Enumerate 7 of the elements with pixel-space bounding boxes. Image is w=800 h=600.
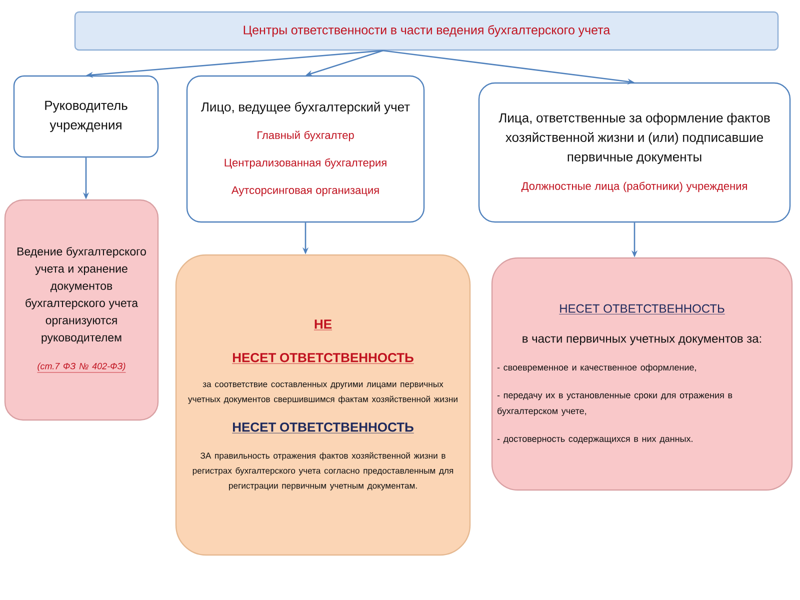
info-card: Ведение бухгалтерского учета и хранение документов бухгалтерского учета организуются руководителем (ст.7 ФЗ № 402-ФЗ): [4, 199, 159, 421]
info-card: НЕ НЕСЕТ ОТВЕТСТВЕННОСТЬ за соответствие составленных другими лицами первичных учетных документов свершившимся фактам хозяйственной жизни НЕСЕТ ОТВЕТСТВЕННОСТЬ ЗА правильность отражения фактов хозяйственной жизни в регистрах бухгалтерского учета согласно предоставленным для регистрации первичным учетным документам.: [175, 254, 471, 556]
rounded-box: Руководитель учреждения: [13, 75, 159, 158]
info-card: НЕСЕТ ОТВЕТСТВЕННОСТЬ в части первичных учетных документов за: - своевременное и качественное оформление, - передачу их в установленные сроки для отражения в бухгалтерском учете, - достоверность содержащихся в них данных.: [491, 257, 793, 491]
rounded-box: Лицо, ведущее бухгалтерский учет Главный бухгалтер Централизованная бухгалтерия Аутсорсинговая организация: [186, 75, 425, 223]
rounded-box: Лица, ответственные за оформление фактов хозяйственной жизни и (или) подписавшие первичные документы Должностные лица (работники) учреждения: [478, 82, 791, 223]
header-box: Центры ответственности в части ведения бухгалтерского учета: [74, 11, 779, 51]
